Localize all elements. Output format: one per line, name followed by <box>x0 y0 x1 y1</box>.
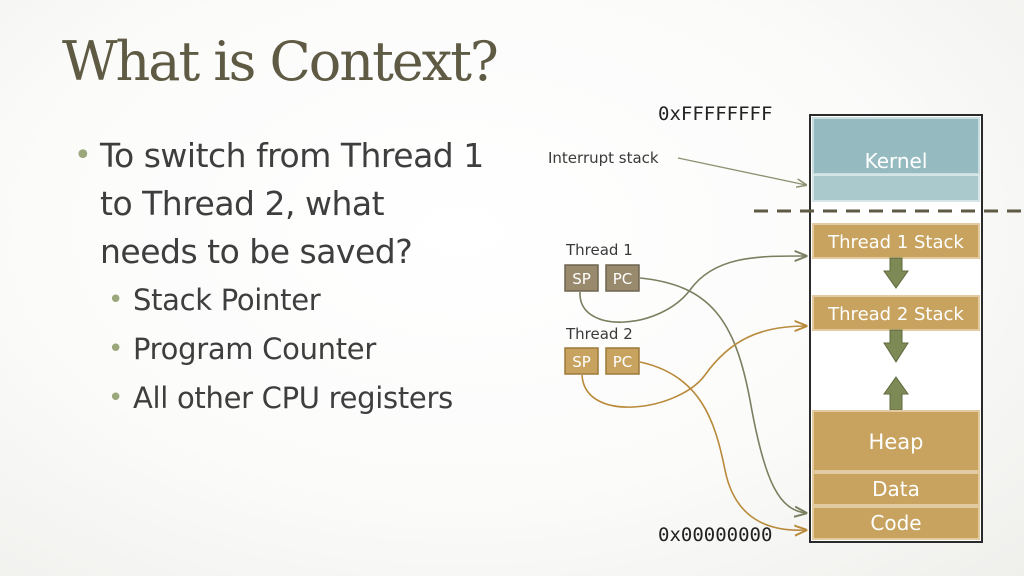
thread2-sp-label: SP <box>572 353 591 371</box>
thread2-pc-register <box>605 347 640 375</box>
data-label: Data <box>872 477 920 501</box>
bullet-list: • To switch from Thread 1 to Thread 2, w… <box>70 132 530 423</box>
thread1-pc-arrow <box>639 277 806 513</box>
stack-grow-down-arrow-icon <box>883 257 909 289</box>
bullet-question: • To switch from Thread 1 to Thread 2, w… <box>70 132 530 276</box>
bullet-cpu-registers: • All other CPU registers <box>70 374 530 423</box>
bullet-cpu-registers-text: All other CPU registers <box>133 381 453 415</box>
thread1-sp-arrow <box>579 256 806 323</box>
kernel-segment <box>812 117 980 175</box>
thread1-pc-register <box>605 264 640 292</box>
heap-label: Heap <box>869 430 924 454</box>
bullet-dot-icon: • <box>108 383 124 413</box>
bullet-stack-pointer: • Stack Pointer <box>70 276 530 325</box>
bullet-question-line-1: To switch from Thread 1 <box>100 136 484 175</box>
bullet-stack-pointer-text: Stack Pointer <box>133 283 321 317</box>
thread2-sp-register <box>564 347 599 375</box>
thread2-label: Thread 2 <box>565 325 633 343</box>
code-segment <box>812 506 980 540</box>
bullet-question-line-2: to Thread 2, what <box>100 184 385 223</box>
bullet-question-line-3: needs to be saved? <box>100 232 413 271</box>
thread2-sp-arrow <box>581 326 806 408</box>
thread1-stack-segment <box>812 223 980 259</box>
interrupt-stack-segment <box>812 174 980 202</box>
stack-grow-down-arrow-icon <box>883 329 909 363</box>
thread2-pc-label: PC <box>613 353 633 371</box>
addr-low-label: 0x00000000 <box>658 524 772 546</box>
code-label: Code <box>870 511 921 535</box>
thread1-sp-label: SP <box>572 270 591 288</box>
thread2-pc-arrow <box>639 361 806 530</box>
bullet-program-counter-text: Program Counter <box>133 332 376 366</box>
bullet-program-counter: • Program Counter <box>70 325 530 374</box>
thread1-label: Thread 1 <box>565 241 633 259</box>
thread1-sp-register <box>564 264 599 292</box>
thread2-stack-label: Thread 2 Stack <box>827 304 964 325</box>
data-segment <box>812 472 980 506</box>
thread1-pc-label: PC <box>613 270 633 288</box>
bullet-dot-icon: • <box>108 285 124 315</box>
bullet-dot-icon: • <box>108 334 124 364</box>
bullet-dot-icon: • <box>74 138 92 173</box>
heap-segment <box>812 410 980 472</box>
addr-high-label: 0xFFFFFFFF <box>658 103 772 125</box>
thread1-stack-label: Thread 1 Stack <box>827 232 964 253</box>
kernel-label: Kernel <box>865 149 928 173</box>
interrupt-stack-pointer-arrow <box>677 157 806 185</box>
interrupt-stack-label: Interrupt stack <box>548 149 659 167</box>
slide-title: What is Context? <box>62 30 499 93</box>
